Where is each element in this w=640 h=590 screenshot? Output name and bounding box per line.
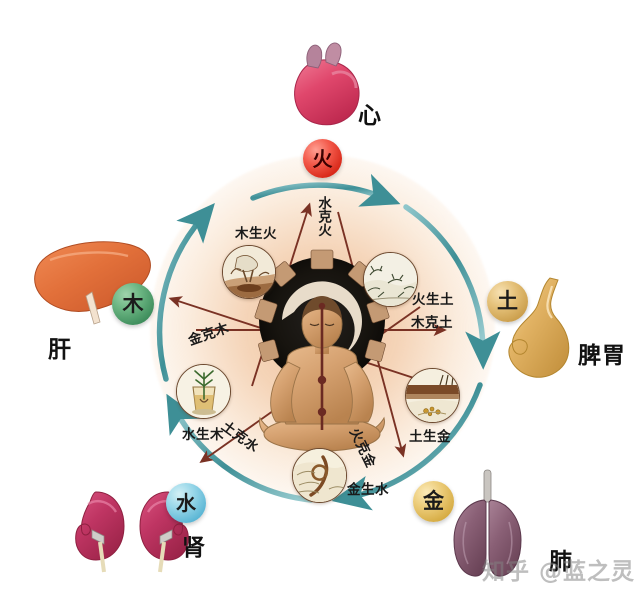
organ-label-stomach: 脾胃 — [578, 343, 626, 369]
label-water-restrains-fire: 水克火 — [315, 196, 332, 237]
heart-icon — [294, 42, 360, 126]
picture-metal-generates-water[interactable] — [292, 448, 347, 503]
label-fire-generates-earth: 火生土 — [412, 292, 454, 308]
organ-label-liver: 肝 — [48, 337, 72, 363]
picture-earth-generates-metal[interactable] — [405, 368, 460, 423]
label-wood-generates-fire: 木生火 — [235, 226, 277, 242]
element-glyph-wood: 木 — [122, 291, 144, 316]
label-water-generates-wood: 水生木 — [182, 427, 224, 443]
element-glyph-earth: 土 — [497, 289, 518, 313]
organ-label-kidneys: 肾 — [182, 535, 206, 561]
element-sphere-earth[interactable]: 土 — [487, 281, 528, 322]
organ-label-heart: 心 — [358, 103, 382, 129]
element-glyph-fire: 火 — [312, 146, 333, 171]
picture-fire-generates-earth[interactable] — [363, 252, 418, 307]
picture-water-generates-wood[interactable] — [176, 364, 231, 419]
organ-label-lungs: 肺 — [549, 549, 573, 575]
picture-wood-generates-fire[interactable] — [222, 245, 276, 299]
label-wood-restrains-earth: 木克土 — [411, 315, 453, 331]
element-glyph-metal: 金 — [423, 489, 444, 513]
label-earth-generates-metal: 土生金 — [409, 429, 451, 445]
element-glyph-water: 水 — [176, 491, 196, 515]
element-sphere-fire[interactable]: 火 — [303, 139, 342, 178]
watermark: 知乎 @蓝之灵 — [482, 559, 636, 585]
element-sphere-metal[interactable]: 金 — [413, 481, 454, 522]
element-sphere-wood[interactable]: 木 — [112, 283, 154, 325]
element-sphere-water[interactable]: 水 — [166, 483, 206, 523]
label-metal-generates-water: 金生水 — [347, 482, 389, 498]
